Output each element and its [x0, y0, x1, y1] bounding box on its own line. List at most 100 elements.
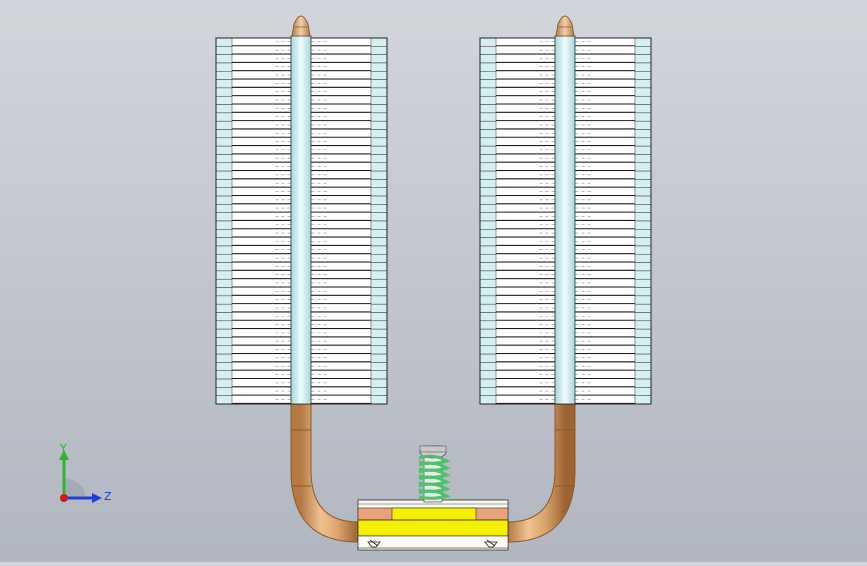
- fin-cap-right: [634, 37, 652, 47]
- fin-cap-right: [634, 287, 652, 297]
- heatpipe-columns[interactable]: [290, 15, 576, 405]
- fin-cap-right: [370, 129, 388, 139]
- fin-cap-right: [370, 179, 388, 188]
- fin-cap-left: [479, 212, 497, 222]
- fin-cap-left: [479, 37, 497, 47]
- fin-cap-left: [215, 137, 233, 147]
- fin-cap-right: [370, 237, 388, 247]
- fin-cap-left: [215, 220, 233, 230]
- fin-cap-left: [215, 270, 233, 280]
- fin-cap-left: [215, 328, 233, 338]
- fin-cap-right: [634, 179, 652, 188]
- fin-cap-right: [634, 278, 652, 288]
- spring-screw[interactable]: [418, 445, 451, 503]
- fin-cap-left: [479, 145, 497, 155]
- fin-cap-right: [370, 254, 388, 263]
- fin-cap-right: [370, 229, 388, 238]
- fin-cap-right: [634, 145, 652, 155]
- fin-cap-left: [479, 303, 497, 313]
- fin-cap-left: [479, 79, 497, 89]
- fin-cap-left: [479, 95, 497, 105]
- fin-cap-right: [370, 71, 388, 80]
- fin-cap-left: [215, 378, 233, 388]
- fin-cap-right: [370, 145, 388, 155]
- fin-cap-left: [479, 345, 497, 355]
- fin-cap-left: [479, 179, 497, 188]
- fin-cap-left: [215, 370, 233, 380]
- fin-cap-left: [479, 287, 497, 297]
- heatpipe-right-column[interactable]: [554, 35, 576, 405]
- fin-cap-right: [634, 62, 652, 72]
- fin-cap-right: [370, 62, 388, 72]
- fin-cap-left: [215, 312, 233, 322]
- fin-cap-left: [215, 204, 233, 213]
- fin-cap-right: [634, 337, 652, 347]
- fin-cap-right: [370, 154, 388, 164]
- fin-cap-right: [370, 345, 388, 355]
- bottom-screw-right[interactable]: [484, 539, 498, 548]
- base-bottom[interactable]: [357, 535, 509, 549]
- fin-cap-left: [215, 345, 233, 355]
- heatpipe-left-bend[interactable]: [291, 403, 359, 542]
- heatpipe-left-column[interactable]: [290, 35, 312, 405]
- fin-cap-left: [215, 71, 233, 80]
- fin-cap-right: [370, 162, 388, 172]
- fin-cap-left: [479, 195, 497, 205]
- view-triad[interactable]: Y Z: [52, 442, 122, 508]
- fin-cap-right: [370, 87, 388, 97]
- heatpipe-right-bend[interactable]: [507, 403, 575, 542]
- clip-center[interactable]: [391, 507, 477, 521]
- fin-cap-left: [215, 387, 233, 396]
- fin-cap-right: [634, 312, 652, 322]
- heatpipe-left-tip[interactable]: [291, 15, 311, 37]
- fin-cap-left: [479, 162, 497, 172]
- fin-cap-left: [479, 254, 497, 263]
- fin-cap-left: [215, 303, 233, 313]
- fin-cap-right: [370, 312, 388, 322]
- triad-plane: [64, 477, 86, 498]
- fin-cap-right: [370, 378, 388, 388]
- fin-cap-right: [370, 79, 388, 89]
- fin-cap-left: [215, 278, 233, 288]
- fin-cap-right: [634, 345, 652, 355]
- z-axis-arrow: [92, 493, 102, 503]
- fin-cap-right: [370, 278, 388, 288]
- y-axis-arrow: [59, 450, 69, 460]
- base-block-assembly[interactable]: [357, 445, 509, 551]
- fin-cap-left: [215, 87, 233, 97]
- copper-base-yellow[interactable]: [357, 519, 509, 537]
- fin-cap-left: [479, 370, 497, 380]
- fin-cap-left: [215, 212, 233, 222]
- fin-cap-right: [634, 320, 652, 330]
- fin-cap-left: [479, 395, 497, 405]
- fin-cap-right: [370, 170, 388, 180]
- fin-cap-right: [370, 220, 388, 230]
- fin-cap-right: [634, 170, 652, 180]
- fin-cap-left: [215, 195, 233, 205]
- fin-cap-right: [634, 204, 652, 213]
- fin-cap-right: [370, 120, 388, 130]
- fin-cap-right: [370, 212, 388, 222]
- fin-cap-left: [215, 79, 233, 89]
- fin-cap-right: [634, 137, 652, 147]
- fin-cap-left: [479, 129, 497, 139]
- fin-cap-right: [370, 112, 388, 122]
- fin-cap-left: [479, 62, 497, 72]
- fin-cap-left: [479, 337, 497, 347]
- fin-cap-right: [634, 87, 652, 97]
- fin-cap-left: [479, 137, 497, 147]
- fin-cap-left: [479, 112, 497, 122]
- heatpipe-right-tip[interactable]: [555, 15, 575, 37]
- fin-cap-right: [370, 137, 388, 147]
- fin-cap-right: [634, 46, 652, 55]
- fin-cap-left: [479, 328, 497, 338]
- fin-cap-right: [370, 303, 388, 313]
- bottom-screw-left[interactable]: [367, 539, 381, 548]
- fin-cap-right: [370, 195, 388, 205]
- fin-cap-right: [634, 395, 652, 405]
- fin-cap-left: [215, 262, 233, 272]
- heatpipe-group[interactable]: [290, 403, 576, 543]
- fin-cap-right: [370, 337, 388, 347]
